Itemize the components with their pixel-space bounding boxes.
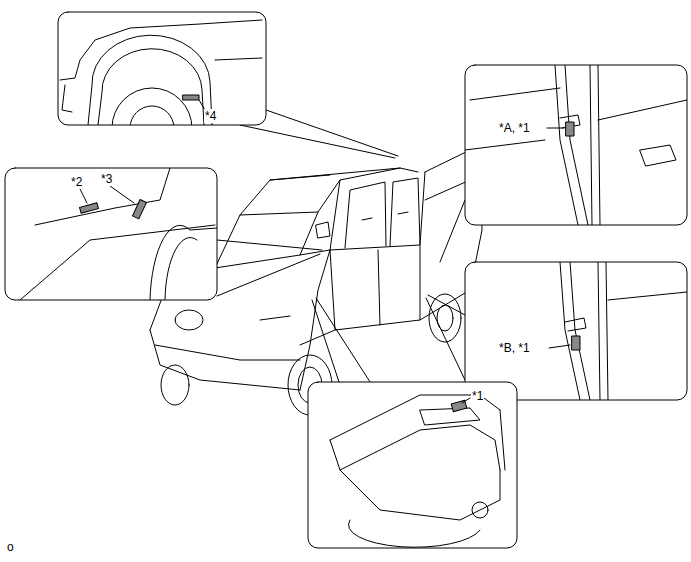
inset-frame bbox=[465, 65, 687, 225]
door-pillar bbox=[549, 262, 687, 400]
inset-leader bbox=[217, 110, 465, 385]
rear-fender bbox=[60, 20, 262, 125]
callout-number: *4 bbox=[204, 109, 217, 123]
callout-number: *2 bbox=[70, 175, 83, 189]
figure-mark: o bbox=[6, 540, 15, 554]
callout-number: *1 bbox=[471, 389, 484, 403]
pillar-area bbox=[20, 168, 217, 300]
door-pillar bbox=[465, 65, 687, 225]
callout-number: *3 bbox=[100, 172, 113, 186]
callout-number: *A, *1 bbox=[498, 121, 531, 135]
callout-number: *B, *1 bbox=[498, 341, 531, 355]
inset-frame bbox=[5, 168, 217, 300]
engine-compartment bbox=[330, 395, 505, 547]
inset-frame bbox=[465, 262, 687, 400]
inset-frame bbox=[308, 382, 517, 548]
